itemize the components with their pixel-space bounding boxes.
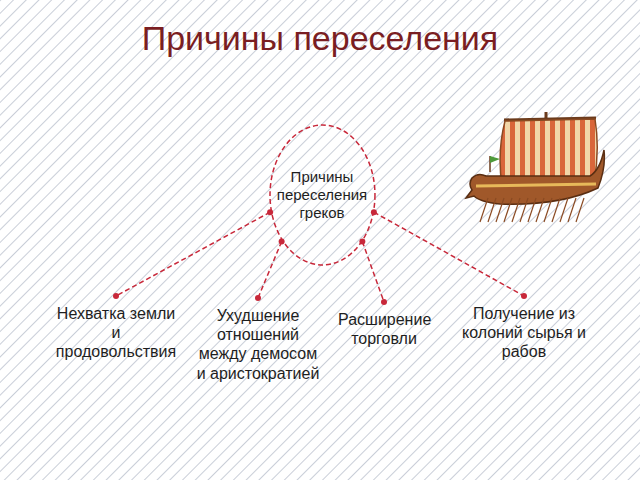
reason-label: Ухудшение отношений между демосом и арис…: [196, 306, 320, 383]
ship-hull: [466, 150, 604, 204]
dashed-connector: [374, 212, 524, 296]
ellipse-line: [269, 125, 374, 265]
reason-label: Расширение торговли: [338, 310, 430, 348]
ship-oar: [512, 198, 520, 222]
reason-box: Получение из колоний сырья и рабов: [449, 300, 599, 366]
ship-oar: [488, 198, 496, 222]
dashed-connector: [258, 242, 282, 298]
reason-box: Расширение торговли: [336, 306, 432, 352]
title: Причины переселения: [0, 18, 640, 59]
ship-oar: [496, 198, 504, 222]
ship-oar: [528, 198, 536, 222]
center-ellipse: Причины переселения греков: [269, 124, 376, 266]
dashed-connector: [362, 242, 384, 302]
ship-oar: [536, 198, 544, 222]
ship-flag: [490, 156, 500, 163]
ship-oar: [480, 198, 488, 222]
reason-label: Нехватка земли и продовольствия: [54, 304, 178, 362]
ship-oar: [568, 198, 576, 222]
ship-oar: [504, 198, 512, 222]
connector-dot: [521, 293, 527, 299]
ship-oar: [560, 198, 568, 222]
ship-oars: [480, 198, 584, 222]
ship-oar: [544, 198, 552, 222]
connector-dot: [381, 299, 387, 305]
ship-oar: [520, 198, 528, 222]
ship-oar: [576, 198, 584, 222]
ship-illustration: [466, 112, 604, 222]
reason-label: Получение из колоний сырья и рабов: [451, 304, 597, 362]
reason-box: Ухудшение отношений между демосом и арис…: [194, 302, 322, 387]
connector-dot: [113, 293, 119, 299]
connector-dot: [255, 295, 261, 301]
center-label: Причины переселения греков: [276, 168, 368, 222]
ship-stripe: [476, 184, 596, 186]
ellipse-inner: Причины переселения греков: [269, 124, 376, 266]
ship-oar: [552, 198, 560, 222]
dashed-connector: [116, 212, 270, 296]
reason-box: Нехватка земли и продовольствия: [52, 300, 180, 366]
